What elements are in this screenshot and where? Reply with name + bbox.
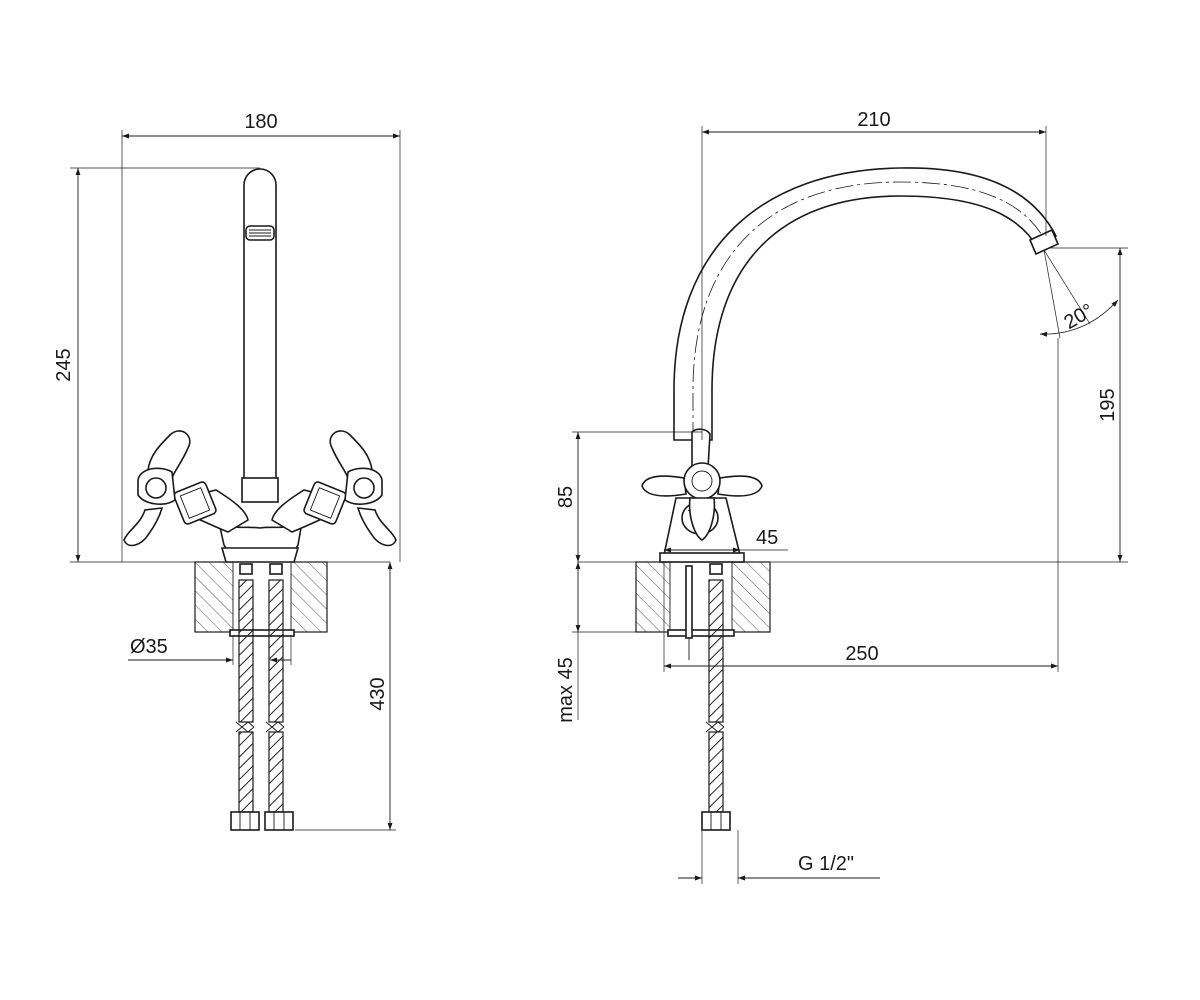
hole-diameter-label: Ø35 <box>130 636 168 658</box>
hose-length-dimension: 430 <box>295 562 396 831</box>
side-countertop <box>635 561 771 660</box>
side-handle <box>641 428 763 541</box>
clearance-dimension: 250 <box>663 338 1059 672</box>
countertop-thickness-dimension: max 45 <box>555 562 636 723</box>
front-width-dimension: 180 <box>121 111 401 562</box>
side-hose <box>701 563 731 831</box>
front-left-handle <box>123 430 249 547</box>
front-view: 180 245 Ø35 430 <box>53 111 401 831</box>
side-reach-label: 210 <box>857 109 890 131</box>
front-countertop <box>194 561 328 637</box>
side-spout <box>673 167 1060 441</box>
front-spout <box>241 168 279 503</box>
front-height-dimension: 245 <box>53 167 390 563</box>
side-reach-dimension: 210 <box>701 109 1047 440</box>
spout-angle-dimension: 20° <box>1039 249 1119 339</box>
thread-label: G 1/2" <box>798 853 854 875</box>
hose-length-label: 430 <box>367 677 389 710</box>
front-height-label: 245 <box>53 348 75 381</box>
hole-diameter-dimension: Ø35 <box>128 636 292 665</box>
handle-height-label: 85 <box>555 486 577 508</box>
spout-height-label: 195 <box>1097 388 1119 421</box>
countertop-thickness-label: max 45 <box>555 657 577 723</box>
clearance-label: 250 <box>845 643 878 665</box>
base-width-label: 45 <box>756 527 778 549</box>
thread-dimension: G 1/2" <box>678 830 880 884</box>
side-view: 210 195 20° 85 45 <box>555 109 1128 884</box>
front-width-label: 180 <box>244 111 277 133</box>
base-width-dimension: 45 <box>664 527 788 553</box>
spout-height-dimension: 195 <box>578 247 1128 563</box>
spout-angle-label: 20° <box>1060 300 1097 334</box>
handle-height-dimension: 85 <box>555 431 702 562</box>
front-hoses <box>230 563 294 831</box>
front-right-handle <box>271 430 397 547</box>
